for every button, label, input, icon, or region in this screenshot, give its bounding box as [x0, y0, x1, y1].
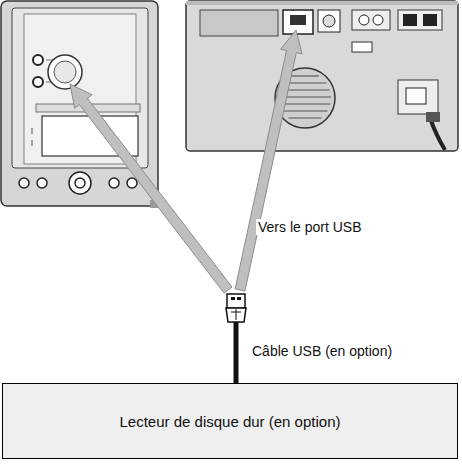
fan-grille [282, 110, 327, 111]
fan-grille [288, 117, 321, 118]
fan-grille [280, 103, 331, 104]
rear-unit [186, 1, 458, 151]
device-box: Lecteur de disque dur (en option) [2, 383, 458, 459]
usb-plug [226, 294, 246, 384]
cable-label: Câble USB (en option) [250, 343, 394, 359]
pointer-arrow [235, 30, 302, 291]
port-label: Vers le port USB [256, 219, 364, 235]
box-label: Lecteur de disque dur (en option) [120, 413, 341, 430]
pointer-arrow [70, 84, 232, 293]
fan-grille [291, 75, 319, 76]
